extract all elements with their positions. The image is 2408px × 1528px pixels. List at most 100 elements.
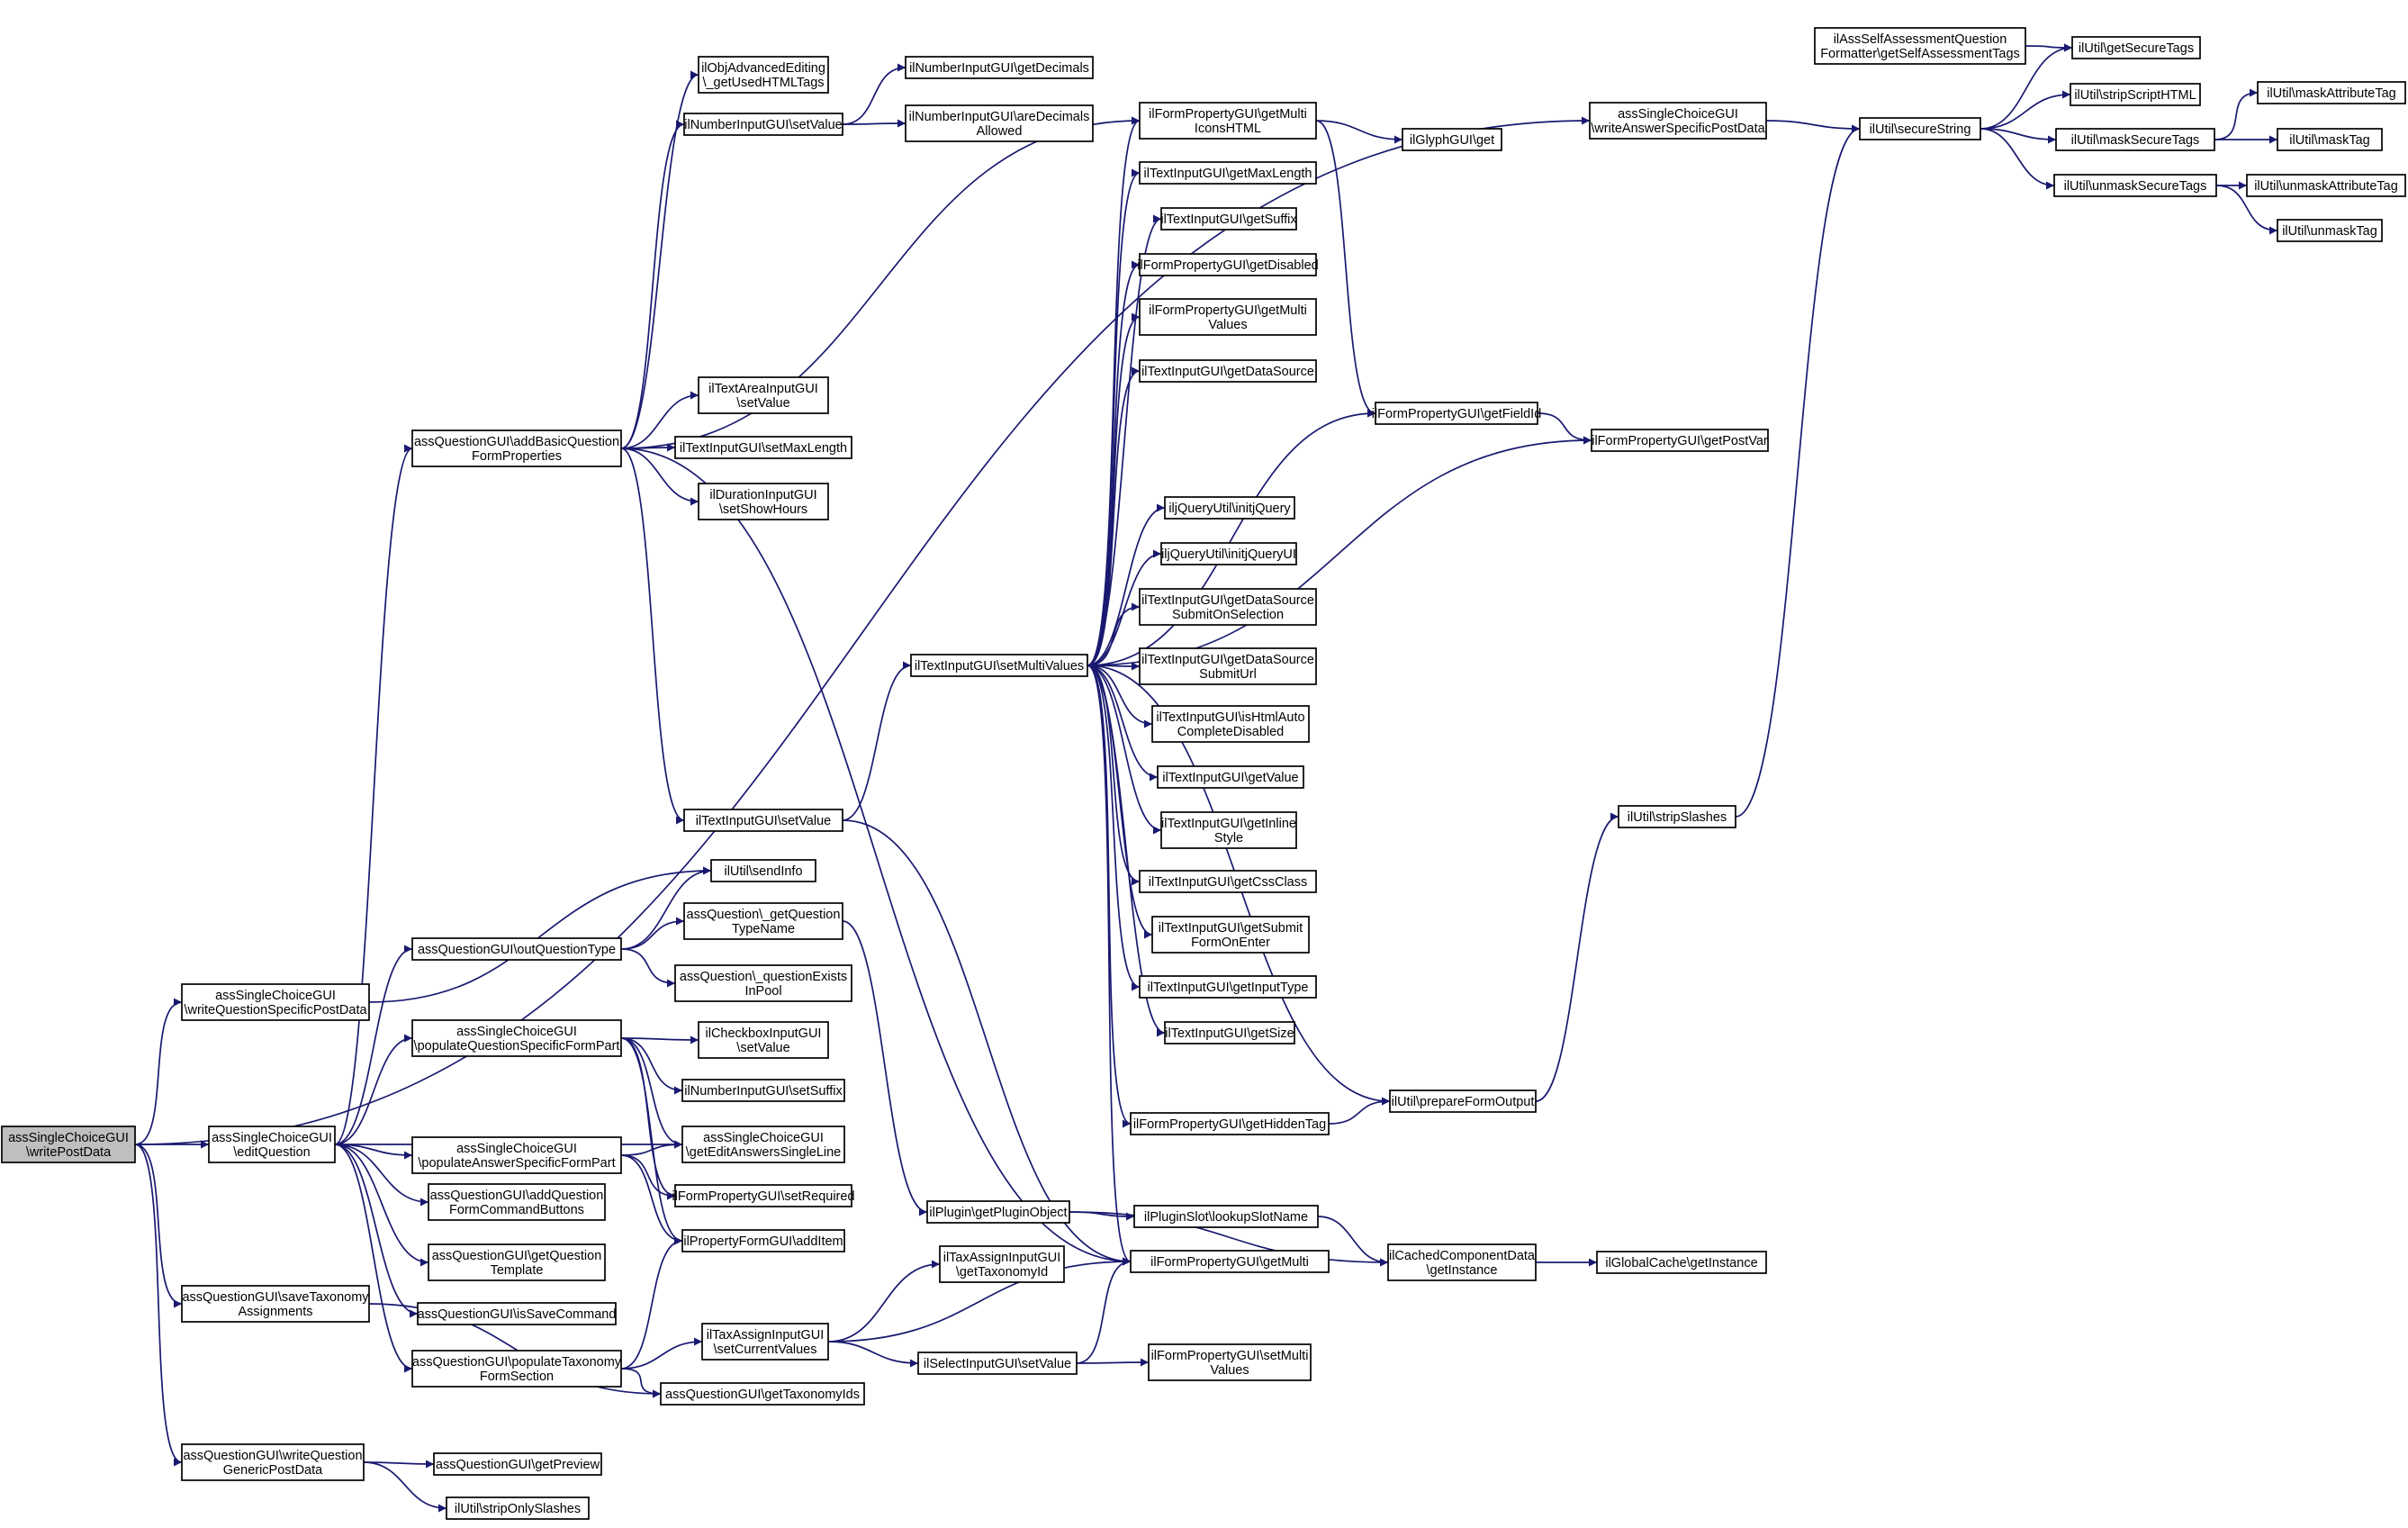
graph-node-setMultiVals[interactable]: ilFormPropertyGUI\setMultiValues	[1148, 1343, 1312, 1381]
node-box	[1402, 128, 1502, 151]
graph-node-isHtmlAuto[interactable]: ilTextInputGUI\isHtmlAutoCompleteDisable…	[1151, 705, 1310, 743]
graph-node-popASFP[interactable]: assSingleChoiceGUI\populateAnswerSpecifi…	[411, 1136, 622, 1174]
node-label: assSingleChoiceGUI	[8, 1131, 129, 1145]
graph-node-getPluginObject[interactable]: ilPlugin\getPluginObject	[926, 1200, 1070, 1224]
graph-node-durShowHours[interactable]: ilDurationInputGUI\setShowHours	[698, 483, 829, 520]
graph-node-writeQGPD[interactable]: assQuestionGUI\writeQuestionGenericPostD…	[181, 1443, 365, 1481]
graph-node-initjQuery[interactable]: iljQueryUtil\initjQuery	[1164, 496, 1295, 520]
node-box	[939, 1245, 1065, 1283]
graph-node-cachedInst[interactable]: ilCachedComponentData\getInstance	[1387, 1243, 1537, 1281]
graph-node-unmaskAttr[interactable]: ilUtil\unmaskAttributeTag	[2246, 174, 2406, 197]
node-box	[1, 1126, 136, 1163]
graph-node-getPreview[interactable]: assQuestionGUI\getPreview	[433, 1452, 602, 1476]
graph-node-selSetValue[interactable]: ilSelectInputGUI\setValue	[917, 1352, 1078, 1375]
graph-node-getDisabled[interactable]: ilFormPropertyGUI\getDisabled	[1137, 253, 1319, 276]
edge-setMultiValues-to-getDataSource	[1087, 366, 1141, 666]
graph-node-getFieldId[interactable]: ilFormPropertyGUI\getFieldId	[1372, 402, 1542, 425]
graph-node-maskTag[interactable]: ilUtil\maskTag	[2277, 128, 2383, 151]
graph-node-initjQueryUI[interactable]: iljQueryUtil\initjQueryUI	[1160, 542, 1297, 565]
graph-node-objAdv[interactable]: ilObjAdvancedEditing\_getUsedHTMLTags	[698, 56, 829, 94]
graph-node-getCssClass[interactable]: ilTextInputGUI\getCssClass	[1139, 870, 1317, 893]
graph-node-maskAttr[interactable]: ilUtil\maskAttributeTag	[2257, 81, 2406, 104]
edge-popASFP-to-setRequired	[620, 1154, 676, 1200]
node-box	[905, 104, 1094, 142]
node-box	[1859, 117, 1981, 140]
graph-node-stripSlashes[interactable]: ilUtil\stripSlashes	[1618, 805, 1736, 828]
edge-selfAssess-to-getSecureTags	[2025, 43, 2073, 52]
node-box	[926, 1200, 1070, 1224]
graph-node-outQType[interactable]: assQuestionGUI\outQuestionType	[411, 937, 622, 961]
graph-node-sendInfo[interactable]: ilUtil\sendInfo	[710, 859, 816, 882]
graph-node-addQFCB[interactable]: assQuestionGUI\addQuestionFormCommandBut…	[428, 1183, 606, 1221]
node-box	[683, 113, 843, 136]
graph-node-addBasic[interactable]: assQuestionGUI\addBasicQuestionFormPrope…	[411, 429, 622, 467]
graph-node-numSetSuffix[interactable]: ilNumberInputGUI\setSuffix	[681, 1079, 845, 1102]
graph-node-tiSetMaxLen[interactable]: ilTextInputGUI\setMaxLength	[674, 436, 852, 459]
graph-node-setMultiValues[interactable]: ilTextInputGUI\setMultiValues	[910, 654, 1088, 677]
graph-node-unmaskTag[interactable]: ilUtil\unmaskTag	[2277, 219, 2383, 242]
graph-node-popQSFP[interactable]: assSingleChoiceGUI\populateQuestionSpeci…	[411, 1019, 622, 1057]
graph-node-writeASPD[interactable]: assSingleChoiceGUI\writeAnswerSpecificPo…	[1589, 102, 1767, 140]
node-box	[1164, 1021, 1295, 1044]
graph-node-taSetValue[interactable]: ilTextAreaInputGUI\setValue	[698, 376, 829, 414]
graph-node-maskSecure[interactable]: ilUtil\maskSecureTags	[2055, 128, 2215, 151]
node-label: \getEditAnswersSingleLine	[686, 1145, 842, 1160]
graph-node-getSuffix[interactable]: ilTextInputGUI\getSuffix	[1160, 207, 1297, 231]
node-label: \setValue	[736, 1041, 789, 1055]
graph-node-unmaskSecure[interactable]: ilUtil\unmaskSecureTags	[2053, 174, 2217, 197]
graph-node-taxSetCur[interactable]: ilTaxAssignInputGUI\setCurrentValues	[701, 1323, 829, 1361]
graph-node-stripOnly[interactable]: ilUtil\stripOnlySlashes	[446, 1496, 590, 1520]
graph-node-addItem[interactable]: ilPropertyFormGUI\addItem	[681, 1229, 845, 1252]
graph-node-secureString[interactable]: ilUtil\secureString	[1859, 117, 1981, 140]
node-box	[1164, 496, 1295, 520]
graph-node-setRequired[interactable]: ilFormPropertyGUI\setRequired	[672, 1184, 855, 1207]
graph-node-glyphGet[interactable]: ilGlyphGUI\get	[1402, 128, 1502, 151]
graph-node-getSize[interactable]: ilTextInputGUI\getSize	[1164, 1021, 1295, 1044]
graph-node-getEditAns[interactable]: assSingleChoiceGUI\getEditAnswersSingleL…	[681, 1126, 845, 1163]
graph-node-numGetDec[interactable]: ilNumberInputGUI\getDecimals	[905, 56, 1094, 79]
graph-node-numSetValue[interactable]: ilNumberInputGUI\setValue	[683, 113, 843, 136]
graph-node-lookupSlot[interactable]: ilPluginSlot\lookupSlotName	[1133, 1205, 1319, 1228]
graph-node-getInputType[interactable]: ilTextInputGUI\getInputType	[1139, 975, 1317, 999]
graph-node-stripScript[interactable]: ilUtil\stripScriptHTML	[2070, 83, 2201, 106]
graph-node-taxGetId[interactable]: ilTaxAssignInputGUI\getTaxonomyId	[939, 1245, 1065, 1283]
graph-node-tiGetValue[interactable]: ilTextInputGUI\getValue	[1157, 765, 1304, 789]
graph-node-writePostData[interactable]: assSingleChoiceGUI\writePostData	[1, 1126, 136, 1163]
graph-node-getMulti[interactable]: ilFormPropertyGUI\getMulti	[1130, 1250, 1330, 1273]
edge-stripSlashes-to-secureString	[1735, 124, 1861, 818]
graph-node-tiSetValue[interactable]: ilTextInputGUI\setValue	[683, 809, 843, 832]
node-label: \populateQuestionSpecificFormPart	[414, 1039, 620, 1053]
graph-node-cbSetValue[interactable]: ilCheckboxInputGUI\setValue	[698, 1021, 829, 1059]
graph-node-getHiddenTag[interactable]: ilFormPropertyGUI\getHiddenTag	[1130, 1112, 1330, 1135]
graph-node-editQuestion[interactable]: assSingleChoiceGUI\editQuestion	[208, 1126, 336, 1163]
node-label: ilFormPropertyGUI\getPostVar	[1592, 434, 1768, 448]
graph-node-getTaxIds[interactable]: assQuestionGUI\getTaxonomyIds	[660, 1382, 865, 1406]
graph-node-prepFormOut[interactable]: ilUtil\prepareFormOutput	[1389, 1089, 1537, 1113]
graph-node-getMaxLength[interactable]: ilTextInputGUI\getMaxLength	[1139, 161, 1317, 185]
graph-node-popTax[interactable]: assQuestionGUI\populateTaxonomyFormSecti…	[411, 1350, 622, 1388]
graph-node-selfAssess[interactable]: ilAssSelfAssessmentQuestionFormatter\get…	[1814, 27, 2026, 65]
nodes-layer: assSingleChoiceGUI\writePostDataassSingl…	[1, 27, 2406, 1520]
graph-node-getDSSubmitSel[interactable]: ilTextInputGUI\getDataSourceSubmitOnSele…	[1139, 588, 1317, 626]
graph-node-getDataSource[interactable]: ilTextInputGUI\getDataSource	[1139, 359, 1317, 383]
graph-node-writeQSPD[interactable]: assSingleChoiceGUI\writeQuestionSpecific…	[181, 983, 370, 1021]
edge-writeQSPD-to-sendInfo	[368, 866, 712, 1003]
node-box	[681, 1229, 845, 1252]
graph-node-isSave[interactable]: assQuestionGUI\isSaveCommand	[417, 1302, 617, 1325]
node-label: SubmitUrl	[1199, 667, 1257, 682]
graph-node-globalCache[interactable]: ilGlobalCache\getInstance	[1596, 1251, 1767, 1274]
node-box	[701, 1323, 829, 1361]
graph-node-getSecureTags[interactable]: ilUtil\getSecureTags	[2071, 36, 2201, 59]
node-label: ilUtil\maskAttributeTag	[2267, 86, 2395, 101]
graph-node-getPostVar[interactable]: ilFormPropertyGUI\getPostVar	[1591, 429, 1769, 452]
